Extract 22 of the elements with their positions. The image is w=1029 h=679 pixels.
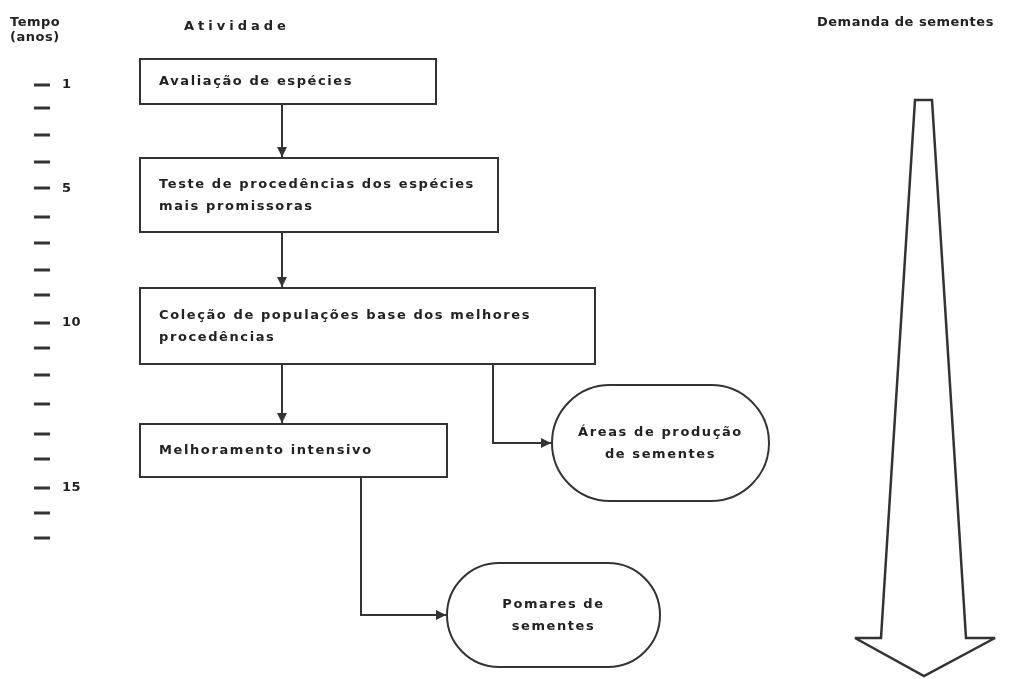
process-box xyxy=(139,58,437,105)
box-text: Pomares de sementes xyxy=(501,594,606,635)
tick-label: 10 xyxy=(62,314,82,329)
box-text: Áreas de produção de sementes xyxy=(577,422,744,463)
box-text: Avaliação de espécies xyxy=(159,72,354,91)
tick-label: 1 xyxy=(62,76,72,91)
process-box xyxy=(139,157,499,233)
process-box xyxy=(139,287,596,365)
tick-label: 15 xyxy=(62,479,82,494)
column-heading: Demanda de sementes xyxy=(817,14,994,29)
column-heading: Atividade xyxy=(184,18,290,33)
box-text: Coleção de populações base dos melhores procedências xyxy=(159,305,533,346)
arrow xyxy=(277,104,287,158)
arrow xyxy=(277,232,287,288)
tick-label: 5 xyxy=(62,180,72,195)
box-text: Melhoramento intensivo xyxy=(159,441,373,460)
arrow xyxy=(360,477,447,620)
axis-title: Tempo (anos) xyxy=(10,14,62,44)
arrow xyxy=(492,364,552,448)
process-box xyxy=(139,423,448,478)
box-text: Teste de procedências dos espécies mais promissoras xyxy=(159,174,476,215)
arrow xyxy=(277,364,287,424)
